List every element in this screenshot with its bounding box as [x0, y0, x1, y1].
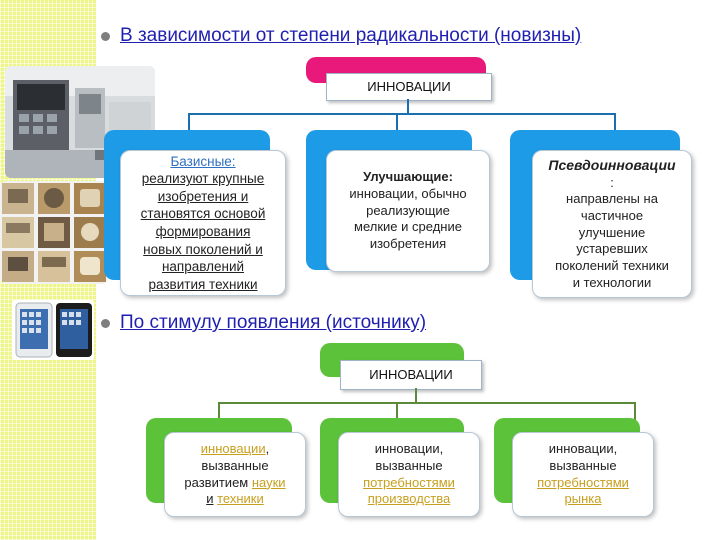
card-line: формирования — [155, 224, 251, 239]
card-line: улучшение — [578, 224, 646, 240]
connector-line — [218, 402, 220, 420]
section1-root-label: ИННОВАЦИИ — [326, 73, 492, 101]
card-production-driven: инновации, вызванные потребностями произ… — [338, 432, 480, 517]
card-text: вызванные — [375, 457, 443, 473]
card-line: становятся основой — [140, 206, 266, 222]
card-line: направлены на — [566, 191, 658, 207]
card-link[interactable]: инновации — [200, 441, 266, 457]
connector-line — [188, 113, 616, 115]
card-text: вызванные — [201, 457, 269, 473]
card-line: мелкие и средние — [354, 219, 462, 235]
card-line: поколений техники — [555, 257, 669, 273]
connector-line — [614, 113, 616, 133]
card-basic-innovations: Базисные: реализуют крупные изобретения … — [120, 150, 286, 296]
card-line: изобретения и — [157, 188, 249, 204]
card-link[interactable]: рынка — [564, 491, 602, 507]
card-title: Улучшающие: — [363, 169, 453, 185]
card-line: : — [610, 174, 614, 190]
card-link[interactable]: науки — [251, 474, 286, 490]
card-text: развитием — [184, 474, 249, 490]
card-link[interactable]: потребностями — [363, 474, 455, 490]
section2-heading: По стимулу появления (источнику) — [120, 312, 427, 333]
connector-line — [396, 113, 398, 133]
connector-line — [634, 402, 636, 420]
card-improving-innovations: Улучшающие: инновации, обычно реализующи… — [326, 150, 490, 272]
connector-line — [415, 388, 417, 403]
card-text: вызванные — [549, 457, 617, 473]
computer-room-photo — [5, 66, 155, 178]
card-line: направлений — [161, 259, 245, 275]
card-title: Базисные: — [170, 153, 236, 169]
section2-root-label: ИННОВАЦИИ — [340, 360, 482, 390]
card-pseudo-innovations: Псевдоинновации : направлены на частично… — [532, 150, 692, 298]
connector-line — [396, 402, 398, 420]
section1-heading: В зависимости от степени радикальности (… — [120, 25, 582, 46]
card-market-driven: инновации, вызванные потребностями рынка — [512, 432, 654, 517]
card-line: изобретения — [369, 235, 447, 251]
card-line: инновации, обычно — [349, 186, 467, 202]
card-line: развития техники — [148, 276, 258, 292]
radio-collection-photo — [0, 181, 108, 284]
card-line: реализуют крупные — [141, 171, 265, 187]
card-text: инновации, — [548, 441, 618, 457]
connector-line — [218, 402, 636, 404]
card-title: Псевдоинновации — [548, 156, 676, 173]
card-line: и технологии — [572, 274, 652, 290]
connector-line — [407, 99, 409, 114]
card-line: частичное — [580, 208, 644, 224]
card-link[interactable]: производства — [367, 491, 451, 507]
card-text: инновации, — [374, 441, 444, 457]
bullet-dot — [101, 319, 110, 328]
card-line: устаревших — [576, 241, 648, 257]
card-science-driven: инновации, вызванные развитием науки и т… — [164, 432, 306, 517]
card-text: , — [265, 441, 270, 457]
tablet-photo — [12, 300, 94, 360]
card-line: новых поколений и — [143, 241, 263, 257]
card-line: реализующие — [366, 202, 450, 218]
card-text: и — [206, 491, 214, 507]
card-link[interactable]: потребностями — [537, 474, 629, 490]
connector-line — [188, 113, 190, 133]
bullet-dot — [101, 32, 110, 41]
card-link[interactable]: техники — [217, 491, 264, 507]
